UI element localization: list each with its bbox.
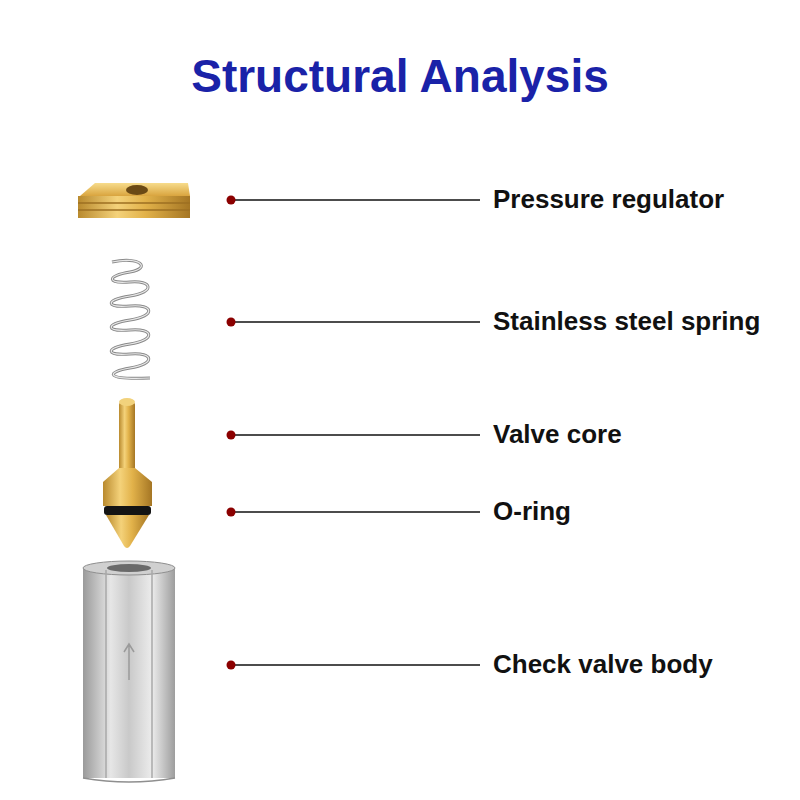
part-label: Check valve body: [493, 649, 713, 680]
spring-drawing: [111, 260, 150, 378]
check-valve-body-drawing: [83, 561, 175, 782]
part-label: Valve core: [493, 419, 622, 450]
leader-lines: [231, 200, 480, 665]
part-label: Pressure regulator: [493, 184, 724, 215]
title: Structural Analysis: [0, 49, 800, 103]
valve-core-drawing: [103, 398, 152, 548]
part-label: Stainless steel spring: [493, 306, 760, 337]
leader-dots: [227, 196, 236, 670]
pressure-regulator-drawing: [78, 183, 190, 218]
part-label: O-ring: [493, 496, 571, 527]
